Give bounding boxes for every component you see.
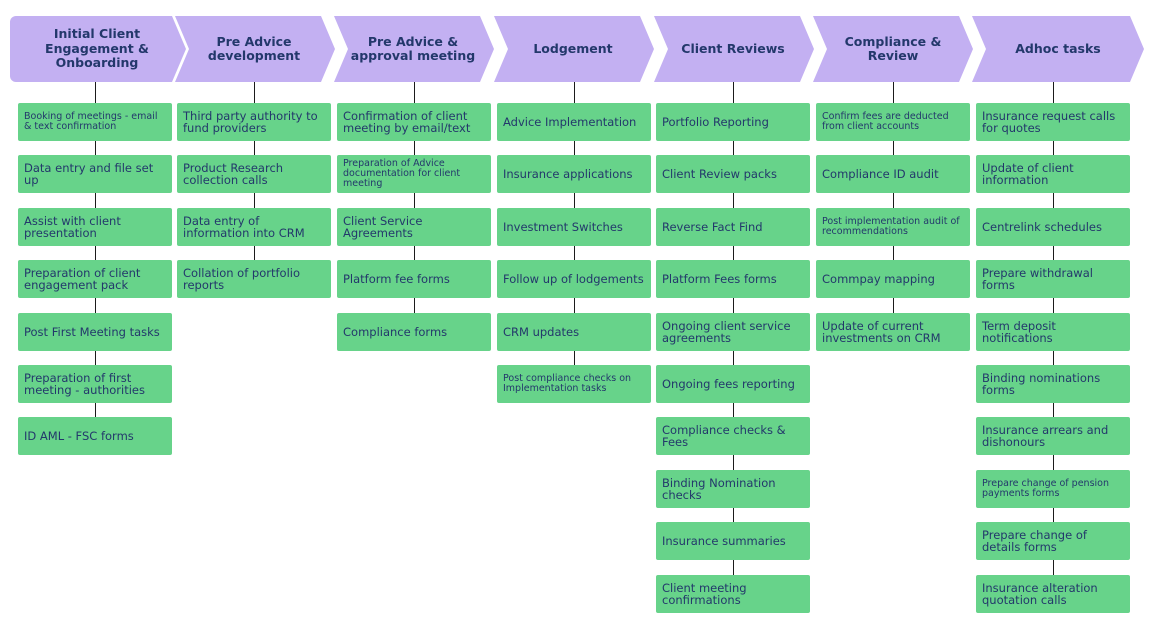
stage-5-title: Client Reviews: [681, 40, 785, 56]
stage-2-task-box: Third party authority to fund providers: [177, 103, 331, 141]
stage-7-task-box: Prepare change of pension payments forms: [976, 470, 1130, 508]
stage-7-task-box: Centrelink schedules: [976, 208, 1130, 246]
stage-7-header-arrow: [972, 16, 1144, 82]
stage-1-task-box: Data entry and file set up: [18, 155, 172, 193]
stage-7-task-box: Term deposit notifications: [976, 313, 1130, 351]
stage-5-header-arrow: [654, 16, 814, 82]
stage-7-task-box: Binding nominations forms: [976, 365, 1130, 403]
stage-6-task-box: Confirm fees are deducted from client ac…: [816, 103, 970, 141]
stage-3-task-box: Platform fee forms: [337, 260, 491, 298]
stage-4-header-arrow: [494, 16, 654, 82]
stage-1-task-box: Booking of meetings - email & text confi…: [18, 103, 172, 141]
stage-5-task-box: Client Review packs: [656, 155, 810, 193]
stage-4-task-box: Post compliance checks on Implementation…: [497, 365, 651, 403]
stage-3-connector-line: [414, 82, 415, 332]
stage-3-task-box: Client Service Agreements: [337, 208, 491, 246]
stage-1-connector-line: [95, 82, 96, 437]
stage-4-title: Lodgement: [533, 40, 613, 56]
stage-6-header-arrow: [813, 16, 973, 82]
stage-1-task-box: Preparation of client engagement pack: [18, 260, 172, 298]
stage-7-task-box: Insurance request calls for quotes: [976, 103, 1130, 141]
stage-1-title: Initial Client Engagement & Onboarding: [45, 26, 149, 71]
stage-6-task-box: Update of current investments on CRM: [816, 313, 970, 351]
stage-3-header-arrow: [334, 16, 494, 82]
stage-3-task-box: Compliance forms: [337, 313, 491, 351]
stage-5-task-box: Platform Fees forms: [656, 260, 810, 298]
stage-6-task-box: Commpay mapping: [816, 260, 970, 298]
stage-6-task-box: Post implementation audit of recommendat…: [816, 208, 970, 246]
stage-2-task-box: Data entry of information into CRM: [177, 208, 331, 246]
stage-1-task-box: ID AML - FSC forms: [18, 417, 172, 455]
stage-7-title: Adhoc tasks: [1015, 40, 1101, 56]
stage-4-task-box: Follow up of lodgements: [497, 260, 651, 298]
stage-6-task-box: Compliance ID audit: [816, 155, 970, 193]
stage-2-task-box: Product Research collection calls: [177, 155, 331, 193]
stage-7-task-box: Prepare withdrawal forms: [976, 260, 1130, 298]
stage-5-task-box: Compliance checks & Fees: [656, 417, 810, 455]
stage-3-task-box: Confirmation of client meeting by email/…: [337, 103, 491, 141]
stage-5-task-box: Reverse Fact Find: [656, 208, 810, 246]
stage-3-title: Pre Advice & approval meeting: [350, 33, 476, 63]
stage-4-task-box: Insurance applications: [497, 155, 651, 193]
stage-7-task-box: Prepare change of details forms: [976, 522, 1130, 560]
stage-2-task-box: Collation of portfolio reports: [177, 260, 331, 298]
stage-4-task-box: Investment Switches: [497, 208, 651, 246]
stage-5-task-box: Ongoing client service agreements: [656, 313, 810, 351]
stage-4-task-box: CRM updates: [497, 313, 651, 351]
stage-5-task-box: Ongoing fees reporting: [656, 365, 810, 403]
stage-4-task-box: Advice Implementation: [497, 103, 651, 141]
stage-5-task-box: Binding Nomination checks: [656, 470, 810, 508]
stage-7-task-box: Update of client information: [976, 155, 1130, 193]
stage-2-header-arrow: [175, 16, 335, 82]
stage-6-title: Compliance & Review: [844, 33, 942, 63]
stage-5-task-box: Insurance summaries: [656, 522, 810, 560]
stage-1-task-box: Post First Meeting tasks: [18, 313, 172, 351]
stage-3-task-box: Preparation of Advice documentation for …: [337, 155, 491, 193]
stage-7-task-box: Insurance alteration quotation calls: [976, 575, 1130, 613]
stage-5-task-box: Client meeting confirmations: [656, 575, 810, 613]
stage-1-task-box: Assist with client presentation: [18, 208, 172, 246]
stage-6-connector-line: [893, 82, 894, 332]
stage-2-title: Pre Advice development: [207, 33, 301, 63]
stage-5-task-box: Portfolio Reporting: [656, 103, 810, 141]
stage-7-task-box: Insurance arrears and dishonours: [976, 417, 1130, 455]
stage-1-task-box: Preparation of first meeting - authoriti…: [18, 365, 172, 403]
stage-1-header-arrow: [10, 16, 186, 82]
